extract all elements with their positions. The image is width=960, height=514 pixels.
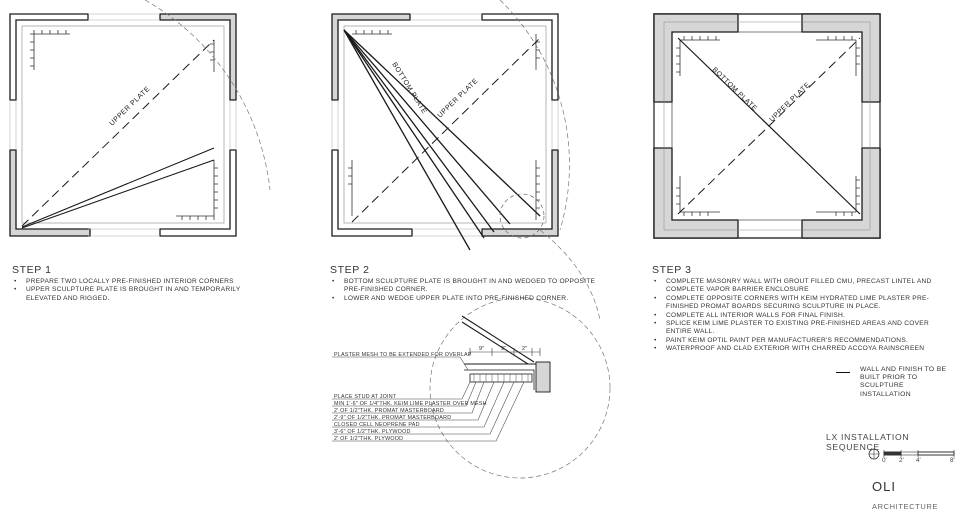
wall-corner-tr (481, 13, 559, 101)
legend-swatch (836, 372, 850, 373)
step-1-note: UPPER SCULPTURE PLATE IS BROUGHT IN AND … (12, 286, 272, 303)
step-1-note: PREPARE TWO LOCALLY PRE-FINISHED INTERIO… (12, 278, 272, 287)
step-3-note: SPLICE KEIM LIME PLASTER TO EXISTING PRE… (652, 320, 952, 337)
step-3-note: PAINT KEIM OPTIL PAINT PER MANUFACTURER'… (652, 337, 952, 346)
step-2-note: LOWER AND WEDGE UPPER PLATE INTO PRE-FIN… (330, 295, 596, 304)
detail-circle (429, 297, 611, 479)
step-1-notes: PREPARE TWO LOCALLY PRE-FINISHED INTERIO… (12, 278, 272, 303)
enlarged-detail: 9" 9" 2" (332, 297, 611, 479)
upper-plate-line (351, 37, 541, 223)
firm-logo: OLI ARCHITECTURE (872, 478, 960, 514)
scale-tick-0: 0' (882, 457, 887, 464)
legend-text: WALL AND FINISH TO BE BUILT PRIOR TO SCU… (860, 366, 947, 398)
stud-marks (30, 30, 218, 220)
detail-layer: CLOSED CELL NEOPRENE PAD (334, 422, 420, 428)
step-3-note: COMPLETE OPPOSITE CORNERS WITH KEIM HYDR… (652, 295, 952, 312)
upper-plate-line (21, 39, 215, 227)
detail-layer: 2' OF 1/2"THK. PLYWOOD (334, 436, 404, 442)
plans-svg: UPPER PLATE BOTTOM PLATE UPPER PLATE (9, 0, 955, 479)
scale-tick-8: 8' (950, 457, 955, 464)
step-3-title: STEP 3 (652, 264, 692, 276)
wall-corner-tr (801, 13, 881, 103)
detail-top-note: PLASTER MESH TO BE EXTENDED FOR OVERLAP (334, 352, 472, 358)
bottom-plate-label: BOTTOM PLATE (711, 66, 759, 112)
wall-corner-tl (653, 13, 739, 103)
wall-corner-br (801, 147, 881, 239)
dim-3: 2" (522, 346, 527, 352)
wall-corner-bl (653, 147, 739, 239)
upper-plate-label: UPPER PLATE (769, 81, 812, 123)
step-2-note: BOTTOM SCULPTURE PLATE IS BROUGHT IN AND… (330, 278, 596, 295)
step-3-note: WATERPROOF AND CLAD EXTERIOR WITH CHARRE… (652, 345, 952, 354)
dim-2: 9" (501, 346, 506, 352)
firm-name: OLI (872, 479, 896, 494)
detail-layer: 3'-6" OF 1/2"THK. PLYWOOD (334, 429, 411, 435)
dim-1: 9" (479, 346, 484, 352)
step-2-notes: BOTTOM SCULPTURE PLATE IS BROUGHT IN AND… (330, 278, 596, 304)
drawing-sheet: UPPER PLATE BOTTOM PLATE UPPER PLATE (0, 0, 960, 498)
scale-bar (868, 448, 955, 460)
upper-plate-line (677, 37, 861, 215)
step-3-note: COMPLETE MASONRY WALL WITH GROUT FILLED … (652, 278, 952, 295)
detail-layer: 2' OF 1/2"THK. PROMAT MASTERBOARD (334, 408, 444, 414)
dimension-string (469, 348, 541, 356)
step-3-notes: COMPLETE MASONRY WALL WITH GROUT FILLED … (652, 278, 952, 354)
sheet-title: LX INSTALLATION SEQUENCE (826, 432, 910, 452)
plan-step-1: UPPER PLATE (9, 0, 271, 237)
detail-layer: MIN 1'-6" OF 1/4"THK. KEIM LIME PLASTER … (334, 401, 487, 407)
detail-leaders (332, 356, 525, 442)
scale-tick-4: 4' (916, 457, 921, 464)
inner-outline (21, 25, 225, 224)
plan-step-2: BOTTOM PLATE UPPER PLATE (331, 0, 601, 321)
detail-callout-circle (499, 193, 545, 239)
swing-arc (144, 0, 271, 191)
step-3-note: COMPLETE ALL INTERIOR WALLS FOR FINAL FI… (652, 312, 952, 321)
firm-suffix: ARCHITECTURE (872, 502, 938, 511)
detail-layer: 2'-9" OF 1/2"THK. PROMAT MASTERBOARD (334, 415, 452, 421)
step-2-title: STEP 2 (330, 264, 370, 276)
scale-tick-2: 2' (899, 457, 904, 464)
step-1-title: STEP 1 (12, 264, 52, 276)
detail-layer: PLACE STUD AT JOINT (334, 394, 397, 400)
plan-step-3: BOTTOM PLATE UPPER PLATE (653, 13, 881, 239)
wall-corner-tr (159, 13, 237, 101)
upper-plate-label: UPPER PLATE (437, 77, 480, 119)
